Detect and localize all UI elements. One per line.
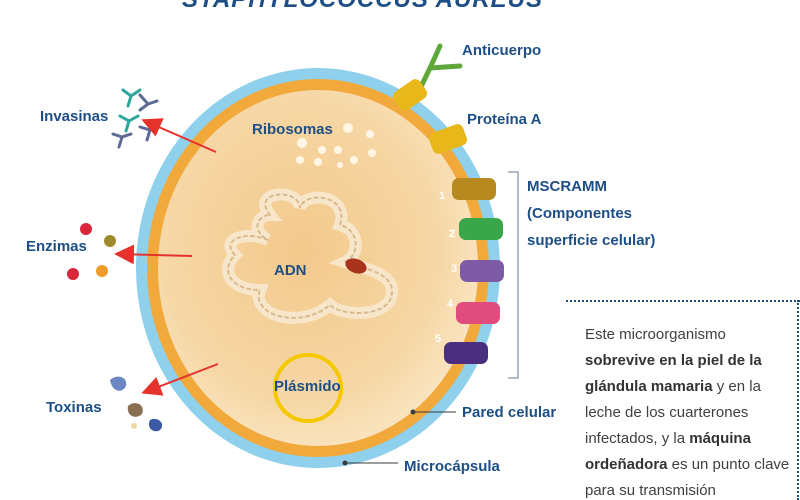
info-text: Este microorganismo sobrevive en la piel… (585, 322, 795, 500)
label-mscramm-components: (Componentes (527, 205, 632, 222)
mscramm-number-2: 2 (449, 228, 456, 240)
info-text-bold-2: máquina ordeñadora (585, 430, 751, 473)
mscramm-number-3: 3 (451, 263, 458, 275)
dna-protein (345, 258, 367, 274)
diagram-title: STAPHYLOCOCCUS AUREUS (182, 0, 543, 14)
label-mscramm: MSCRAMM (527, 178, 607, 195)
info-text-part-3: es un punto clave para su transmisión (585, 456, 790, 499)
mscramm-number-1: 1 (439, 190, 446, 202)
info-text-part-1: Este microorganismo (585, 326, 726, 343)
ribosomes (296, 123, 376, 168)
label-toxinas: Toxinas (46, 399, 102, 416)
mscramm-number-4: 4 (447, 298, 454, 310)
export-arrows (114, 118, 219, 396)
info-box-side-border (797, 300, 799, 500)
antibody-icon (415, 43, 463, 96)
label-leaders (345, 411, 456, 464)
info-text-bold-1: sobrevive en la piel de la glándula mama… (585, 352, 762, 395)
label-adn: ADN (274, 262, 307, 279)
label-anticuerpo: Anticuerpo (462, 42, 542, 59)
mscramm-proteins (444, 178, 504, 364)
dna (222, 188, 398, 324)
cytoplasm (158, 90, 478, 446)
invasinas-icons (111, 88, 160, 149)
enzimas-icons (67, 223, 116, 280)
mscramm-number-5: 5 (435, 333, 442, 345)
label-proteina-a: Proteína A (467, 111, 542, 128)
label-invasinas: Invasinas (40, 108, 109, 125)
info-text-part-2: y en la leche de los cuarterones infecta… (585, 378, 761, 447)
plasmid-ring (273, 353, 343, 423)
toxinas-icons (110, 376, 163, 432)
label-ribosomas: Ribosomas (252, 121, 333, 138)
label-mscramm-surface: superficie celular) (527, 232, 656, 249)
label-enzimas: Enzimas (26, 238, 87, 255)
mscramm-bracket (508, 171, 519, 379)
info-box-top-border (566, 300, 800, 302)
label-plasmido: Plásmido (274, 378, 341, 395)
label-microcapsula: Microcápsula (404, 458, 500, 475)
label-pared-celular: Pared celular (462, 404, 557, 421)
protein-a-icon (392, 79, 467, 154)
